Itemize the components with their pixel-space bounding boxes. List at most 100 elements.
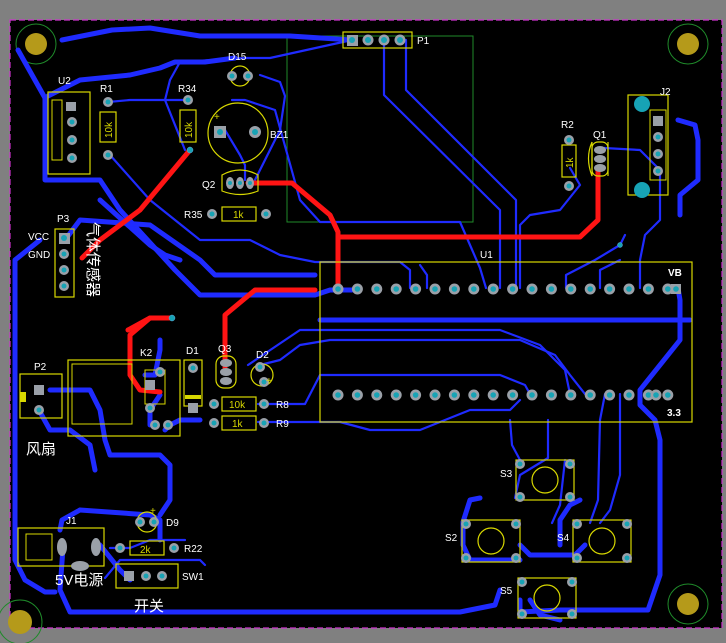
u1-pin-hole bbox=[626, 392, 632, 398]
d15-led bbox=[227, 65, 253, 87]
label-d2: D2 bbox=[256, 350, 269, 361]
top-layer-traces bbox=[79, 147, 601, 395]
u1-pin-hole bbox=[490, 286, 497, 292]
board-outline bbox=[9, 19, 723, 629]
vias bbox=[168, 146, 623, 322]
d9-led bbox=[135, 511, 159, 533]
u1-pin-hole bbox=[451, 392, 458, 398]
silkscreen-labels: P1 D15 U2 R1 10k R34 10k + BZ1 Q2 R35 1k… bbox=[26, 36, 682, 615]
u1-pin-hole bbox=[529, 392, 535, 398]
label-d2-plus: + bbox=[266, 376, 272, 387]
label-r9: R9 bbox=[276, 419, 289, 430]
label-fan: 风扇 bbox=[26, 441, 56, 458]
u1-mcu bbox=[319, 261, 693, 423]
s5-switch bbox=[517, 577, 577, 619]
label-r2-value: 1k bbox=[565, 156, 576, 168]
d2-led bbox=[250, 362, 274, 387]
u1-pin-hole bbox=[626, 286, 632, 292]
label-sw1: SW1 bbox=[182, 572, 204, 583]
label-p3: P3 bbox=[57, 214, 70, 225]
u2-module bbox=[47, 91, 91, 175]
u1-pin-hole bbox=[665, 392, 671, 398]
u1-pin-hole bbox=[606, 286, 613, 292]
u1-pins bbox=[332, 283, 681, 401]
u1-pin-hole bbox=[509, 392, 516, 398]
u1-pin-hole bbox=[548, 286, 555, 292]
u1-pin-hole bbox=[412, 392, 419, 398]
r1-resistor bbox=[99, 97, 117, 160]
r22-resistor bbox=[115, 540, 179, 556]
label-r34-value: 10k bbox=[184, 121, 195, 138]
label-d9-plus: + bbox=[150, 506, 156, 517]
p2-connector bbox=[19, 373, 63, 419]
u1-pin-hole bbox=[645, 392, 652, 398]
u1-pin-hole bbox=[374, 392, 380, 398]
u1-pin-hole bbox=[393, 286, 400, 292]
u1-pin-hole bbox=[606, 392, 613, 398]
label-r1: R1 bbox=[100, 84, 113, 95]
label-u2: U2 bbox=[58, 76, 71, 87]
j1-power-jack bbox=[17, 527, 105, 571]
label-r34: R34 bbox=[178, 84, 197, 95]
label-vb: VB bbox=[668, 268, 682, 279]
label-s5: S5 bbox=[500, 586, 513, 597]
u1-pin-hole bbox=[335, 286, 341, 292]
r34-resistor bbox=[179, 95, 197, 143]
label-r35: R35 bbox=[184, 210, 203, 221]
label-r2: R2 bbox=[561, 120, 574, 131]
s4-switch bbox=[572, 519, 632, 563]
r35-resistor bbox=[207, 206, 271, 222]
thick-bottom-traces bbox=[12, 25, 701, 623]
u1-pin-hole bbox=[393, 392, 400, 398]
u1-pin-hole bbox=[653, 392, 659, 398]
u1-pin-hole bbox=[490, 392, 497, 398]
u1-pin-hole bbox=[451, 286, 458, 292]
label-s4: S4 bbox=[557, 533, 570, 544]
board-area bbox=[10, 20, 722, 628]
label-bz1-plus: + bbox=[214, 112, 220, 123]
label-u1-33: 3.3 bbox=[667, 408, 681, 419]
u1-pin-hole bbox=[335, 392, 341, 398]
r2-resistor bbox=[561, 135, 577, 191]
q1-transistor bbox=[587, 141, 609, 177]
d1-diode bbox=[183, 359, 203, 413]
label-q1: Q1 bbox=[593, 130, 607, 141]
r8-resistor bbox=[209, 396, 269, 412]
label-j2: J2 bbox=[660, 87, 671, 98]
k2-relay bbox=[67, 359, 181, 437]
label-p1: P1 bbox=[417, 36, 430, 47]
label-q2: Q2 bbox=[202, 180, 216, 191]
label-power: 5V电源 bbox=[55, 572, 103, 589]
label-r22-value: 2k bbox=[140, 545, 152, 556]
p1-header bbox=[342, 31, 413, 49]
q3-transistor bbox=[215, 355, 237, 389]
u1-pin-hole bbox=[645, 286, 652, 292]
label-s2: S2 bbox=[445, 533, 458, 544]
label-gas-sensor: 气体传感器 bbox=[84, 222, 101, 297]
label-j1: J1 bbox=[66, 516, 77, 527]
u1-pin-hole bbox=[587, 392, 593, 398]
u1-pin-hole bbox=[471, 392, 477, 398]
label-r1-value: 10k bbox=[104, 121, 115, 138]
s2-switch bbox=[461, 519, 521, 563]
u1-pin-hole bbox=[529, 286, 535, 292]
u1-pin-hole bbox=[673, 286, 679, 292]
u1-pin-hole bbox=[568, 392, 574, 398]
u1-pin-hole bbox=[432, 392, 438, 398]
label-bz1: BZ1 bbox=[270, 130, 289, 141]
s3-switch bbox=[515, 459, 575, 502]
label-d9: D9 bbox=[166, 518, 179, 529]
label-r22: R22 bbox=[184, 544, 203, 555]
q2-transistor bbox=[221, 169, 259, 196]
u1-pin-hole bbox=[509, 286, 516, 292]
label-q3: Q3 bbox=[218, 344, 232, 355]
mounting-holes bbox=[0, 23, 709, 643]
u1-pin-hole bbox=[568, 286, 574, 292]
u1-pin-hole bbox=[665, 286, 671, 292]
label-p2: P2 bbox=[34, 362, 47, 373]
r9-resistor bbox=[209, 415, 269, 431]
u1-pin-hole bbox=[471, 286, 477, 292]
label-gnd: GND bbox=[28, 250, 50, 261]
label-d1: D1 bbox=[186, 346, 199, 357]
